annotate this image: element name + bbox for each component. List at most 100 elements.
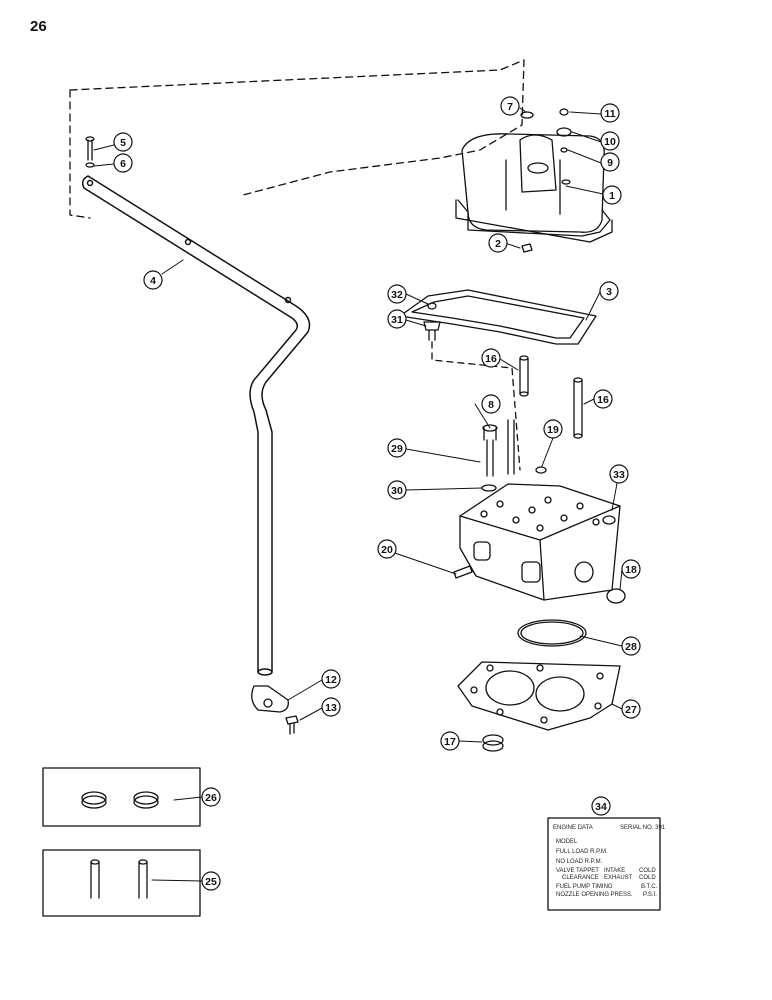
svg-text:26: 26 — [205, 792, 217, 804]
svg-text:16: 16 — [485, 353, 497, 365]
flange-plate — [251, 685, 289, 713]
callout-13: 13 — [321, 697, 341, 717]
callout-27: 27 — [621, 699, 641, 719]
svg-text:1: 1 — [609, 190, 615, 202]
callout-10: 10 — [600, 131, 620, 151]
callout-32: 32 — [387, 284, 407, 304]
ring-seal — [81, 791, 107, 809]
nut — [559, 108, 569, 116]
plug — [602, 515, 616, 525]
svg-text:25: 25 — [205, 876, 217, 888]
svg-text:3: 3 — [606, 286, 612, 298]
dashed-locator-line — [431, 341, 521, 471]
svg-text:18: 18 — [625, 564, 637, 576]
push-rod-tube — [519, 355, 529, 397]
svg-text:5: 5 — [120, 137, 126, 149]
ring-seal — [133, 791, 159, 809]
svg-text:CLEARANCE: CLEARANCE — [562, 875, 599, 881]
svg-text:P.S.I.: P.S.I. — [643, 892, 657, 898]
svg-text:7: 7 — [507, 101, 513, 113]
washer — [481, 484, 497, 492]
tube — [138, 859, 148, 899]
temperature-sender — [423, 321, 441, 341]
svg-text:9: 9 — [607, 157, 613, 169]
svg-text:NO LOAD R.P.M.: NO LOAD R.P.M. — [556, 859, 603, 865]
svg-text:16: 16 — [597, 394, 609, 406]
kit-box-26 — [42, 767, 201, 827]
seal-ring — [517, 619, 587, 647]
dashed-locator-line — [69, 59, 525, 196]
callout-2: 2 — [488, 233, 508, 253]
plate-serial: SERIAL NO. 391 — [620, 825, 666, 831]
tube — [90, 859, 100, 899]
callout-31: 31 — [387, 309, 407, 329]
callout-17: 17 — [440, 731, 460, 751]
head-gasket — [457, 661, 621, 731]
dowel-pin — [453, 565, 473, 579]
engine-data-text: ENGINE DATA SERIAL NO. 391 MODEL FULL LO… — [553, 825, 666, 898]
svg-text:10: 10 — [604, 136, 616, 148]
callout-7: 7 — [500, 96, 520, 116]
callout-5: 5 — [113, 132, 133, 152]
callout-16: 16 — [481, 348, 501, 368]
bolt — [85, 136, 95, 161]
expansion-plug — [606, 588, 626, 604]
callout-33: 33 — [609, 464, 629, 484]
svg-text:34: 34 — [595, 801, 607, 813]
callout-8: 8 — [481, 394, 501, 414]
callout-9: 9 — [600, 152, 620, 172]
svg-text:NOZZLE OPENING PRESS.: NOZZLE OPENING PRESS. — [556, 892, 633, 898]
engine-data-plate — [547, 817, 661, 911]
flange-bolt — [285, 715, 299, 735]
callout-18: 18 — [621, 559, 641, 579]
valve-cover-gasket — [399, 289, 597, 345]
svg-text:VALVE TAPPET: VALVE TAPPET — [556, 868, 599, 874]
push-rod-tube — [573, 377, 583, 439]
stud — [507, 419, 515, 475]
valve-cover — [455, 133, 613, 243]
callout-11: 11 — [600, 103, 620, 123]
callout-28: 28 — [621, 636, 641, 656]
svg-text:MODEL: MODEL — [556, 839, 578, 845]
svg-text:29: 29 — [391, 443, 403, 455]
svg-text:8: 8 — [488, 399, 494, 411]
washer — [520, 111, 534, 119]
oil-line-pipe — [81, 175, 311, 676]
callout-26: 26 — [201, 787, 221, 807]
svg-text:28: 28 — [625, 641, 637, 653]
svg-text:INTAKE: INTAKE — [604, 868, 625, 874]
svg-text:31: 31 — [391, 314, 403, 326]
svg-text:20: 20 — [381, 544, 393, 556]
callout-12: 12 — [321, 669, 341, 689]
nut — [427, 302, 437, 310]
nut — [535, 466, 547, 474]
svg-text:COLD: COLD — [639, 868, 656, 874]
svg-text:19: 19 — [547, 424, 559, 436]
kit-box-25 — [42, 849, 201, 917]
leader-lines — [93, 107, 623, 882]
svg-text:FULL LOAD R.P.M.: FULL LOAD R.P.M. — [556, 849, 608, 855]
svg-text:6: 6 — [120, 158, 126, 170]
callout-6: 6 — [113, 153, 133, 173]
svg-text:12: 12 — [325, 674, 337, 686]
plate-title: ENGINE DATA — [553, 825, 593, 831]
seal — [560, 147, 568, 153]
head-bolt — [482, 424, 498, 477]
sleeve-seal — [482, 734, 504, 752]
svg-text:30: 30 — [391, 485, 403, 497]
svg-text:4: 4 — [150, 275, 156, 287]
page-number: 26 — [30, 18, 47, 35]
callout-20: 20 — [377, 539, 397, 559]
svg-text:11: 11 — [604, 108, 615, 120]
svg-text:2: 2 — [495, 238, 501, 250]
callout-1: 1 — [602, 185, 622, 205]
callout-3: 3 — [599, 281, 619, 301]
callout-30: 30 — [387, 480, 407, 500]
nut — [521, 243, 533, 253]
svg-text:13: 13 — [325, 702, 337, 714]
svg-text:B.T.C.: B.T.C. — [641, 884, 658, 890]
callout-4: 4 — [143, 270, 163, 290]
grommet — [556, 127, 572, 137]
